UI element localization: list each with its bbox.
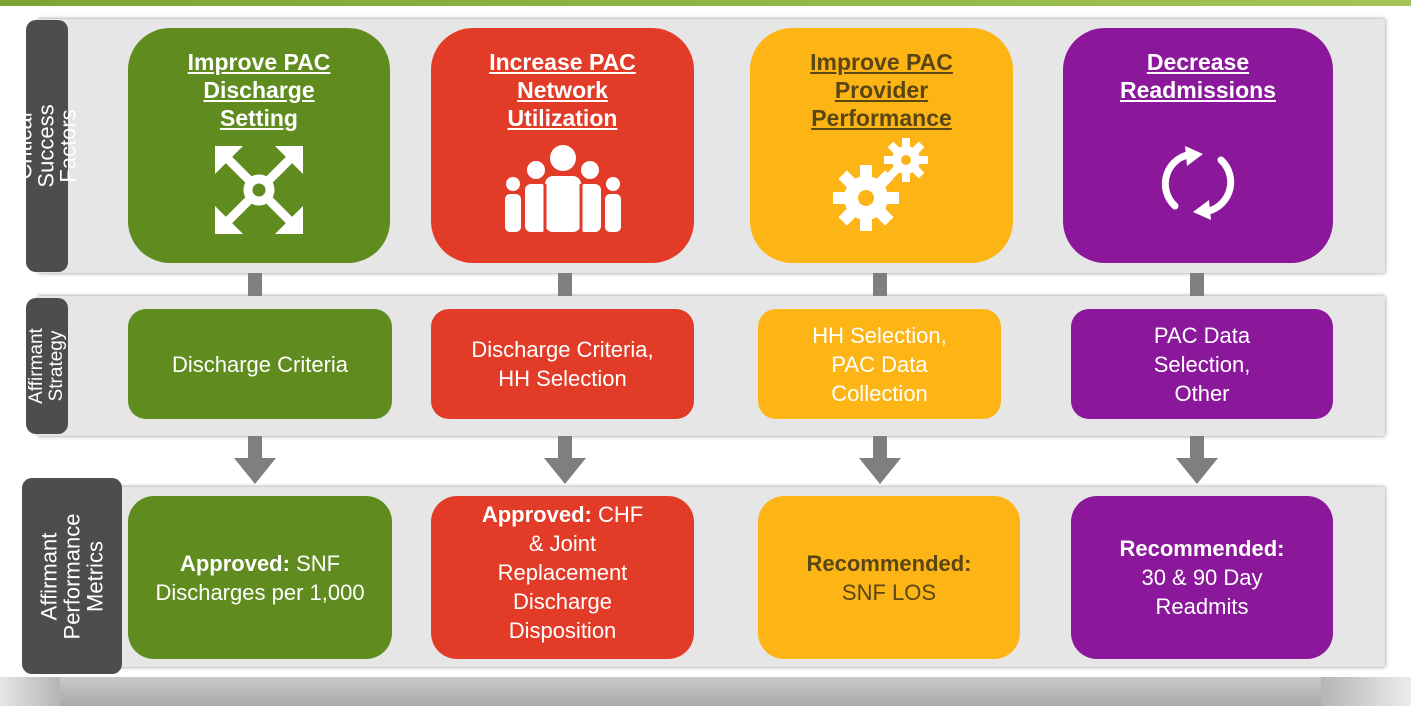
expand-arrows-icon (215, 146, 303, 234)
metric-card: Recommended: 30 & 90 Day Readmits (1071, 496, 1333, 659)
connector (1190, 273, 1204, 296)
metric-text: CHF & Joint Replacement Discharge Dispos… (497, 502, 644, 643)
csf-card-network-utilization: Increase PAC Network Utilization (431, 28, 694, 263)
row-label-performance-metrics: Affirmant Performance Metrics (22, 478, 122, 674)
csf-title: Improve PAC Discharge Setting (187, 49, 331, 131)
connector (873, 273, 887, 296)
metric-status: Approved: (481, 502, 592, 527)
csf-card-discharge-setting: Improve PAC Discharge Setting (128, 28, 390, 263)
metric-text: SNF LOS (841, 579, 937, 605)
row-label-text: Affirmant Performance Metrics (36, 513, 108, 639)
csf-title: Increase PAC Network Utilization (489, 49, 636, 131)
csf-card-provider-performance: Improve PAC Provider Performance (750, 28, 1013, 263)
metric-text: 30 & 90 Day Readmits (1141, 565, 1263, 619)
metric-text: SNF Discharges per 1,000 (155, 550, 365, 605)
strategy-text: HH Selection, PAC Data Collection (812, 322, 947, 406)
metric-status: Recommended: (1119, 536, 1285, 561)
csf-card-readmissions: Decrease Readmissions (1063, 28, 1333, 263)
metric-card: Recommended: SNF LOS (758, 496, 1020, 659)
strategy-card: PAC Data Selection, Other (1071, 309, 1333, 419)
people-group-icon (504, 145, 621, 232)
metric-status: Approved: (179, 550, 290, 576)
strategy-text: Discharge Criteria (171, 351, 349, 377)
strategy-text: PAC Data Selection, Other (1153, 322, 1251, 406)
strategy-card: HH Selection, PAC Data Collection (758, 309, 1001, 419)
top-accent-bar (0, 0, 1411, 6)
csf-title: Decrease Readmissions (1120, 49, 1276, 103)
strategy-card: Discharge Criteria (128, 309, 392, 419)
down-arrow-icon (544, 436, 586, 484)
row-label-critical-success-factors: Critical Success Factors (12, 20, 81, 272)
row-label-text: Critical Success Factors (12, 104, 82, 188)
metric-card: Approved: CHF & Joint Replacement Discha… (431, 496, 694, 659)
connector (248, 273, 262, 296)
row-label-affirmant-strategy: Affirmant Strategy (26, 298, 68, 434)
refresh-cycle-icon (1161, 146, 1235, 220)
row-label-text: Affirmant Strategy (26, 328, 67, 404)
strategy-text: Discharge Criteria, HH Selection (471, 337, 654, 391)
down-arrow-icon (1176, 436, 1218, 484)
gears-icon (832, 138, 928, 231)
bottom-shadow-strip (0, 677, 1411, 706)
metric-status: Recommended: (806, 550, 972, 576)
down-arrow-icon (234, 436, 276, 484)
strategy-card: Discharge Criteria, HH Selection (431, 309, 694, 419)
csf-title: Improve PAC Provider Performance (810, 49, 953, 131)
connector (558, 273, 572, 296)
metric-card: Approved: SNF Discharges per 1,000 (128, 496, 392, 659)
down-arrow-icon (859, 436, 901, 484)
